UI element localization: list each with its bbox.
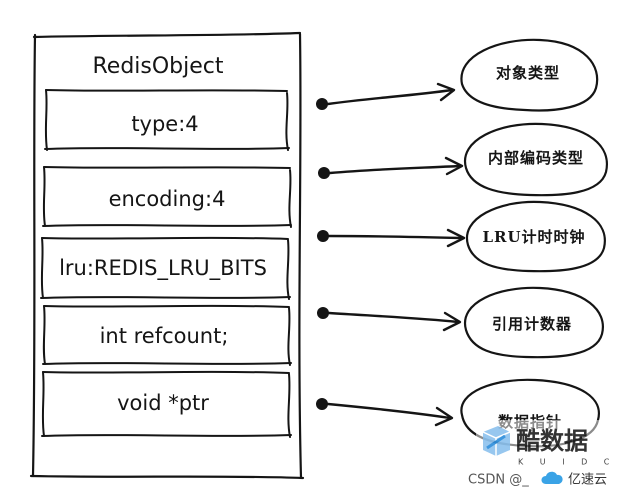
cloud-logo-icon xyxy=(541,471,563,484)
connector-dot xyxy=(317,307,329,319)
bubble-label-refcount: 引用计数器 xyxy=(492,315,572,333)
watermark: 酷数据 K U I D C xyxy=(476,420,636,470)
watermark-partner: 亿速云 xyxy=(568,473,607,488)
arrow-type xyxy=(316,82,456,110)
connector-dot xyxy=(316,98,328,110)
arrow-refcount xyxy=(317,307,462,332)
watermark-site-name: 酷数据 xyxy=(516,427,588,455)
field-box-lru xyxy=(40,236,291,300)
connector-dot xyxy=(318,167,330,179)
struct-title: RedisObject xyxy=(92,54,223,79)
watermark-site-sub: K U I D C xyxy=(518,458,616,467)
field-label-type: type:4 xyxy=(131,112,198,136)
field-label-lru: lru:REDIS_LRU_BITS xyxy=(59,256,267,281)
field-label-refcount: int refcount; xyxy=(100,324,229,348)
field-box-type xyxy=(44,89,290,151)
connector-dot xyxy=(317,230,329,242)
field-box-encoding xyxy=(42,166,292,228)
field-box-ptr xyxy=(41,370,292,438)
struct-outer-box xyxy=(29,31,305,480)
bubble-object-type xyxy=(460,38,599,112)
arrow-ptr xyxy=(316,398,454,427)
field-box-refcount xyxy=(42,304,292,366)
field-label-ptr: void *ptr xyxy=(117,391,209,415)
connector-dot xyxy=(316,398,328,410)
bubble-lru-clock xyxy=(465,200,606,273)
bubble-label-object-type: 对象类型 xyxy=(496,64,560,82)
bubble-label-lru-clock: LRU计时时钟 xyxy=(482,228,585,246)
arrow-encoding xyxy=(318,156,464,179)
bubble-encoding-type xyxy=(463,122,608,197)
cube-logo-icon xyxy=(482,426,511,456)
arrow-lru xyxy=(317,228,466,248)
bubble-label-encoding-type: 内部编码类型 xyxy=(488,149,584,167)
field-label-encoding: encoding:4 xyxy=(109,187,226,211)
watermark-csdn: CSDN @_ xyxy=(468,473,529,488)
bubble-refcount xyxy=(463,286,604,359)
